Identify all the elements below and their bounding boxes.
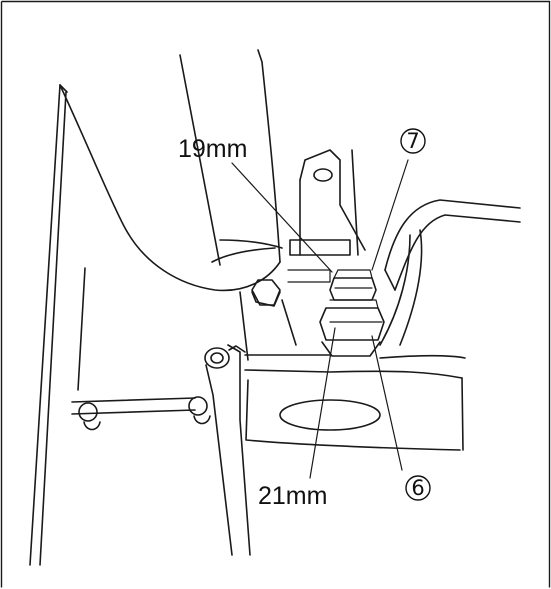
wrench-size-label-upper: 19mm [178, 135, 247, 163]
callout-circle-lower [405, 475, 431, 501]
mounting-bracket [287, 149, 366, 283]
hand-illustration [59, 49, 283, 292]
left-post [29, 84, 86, 566]
bolt-head [239, 279, 297, 361]
callout-number-lower: 6 [411, 476, 424, 500]
leader-lines [231, 159, 409, 479]
callout-lower: 6 [405, 475, 431, 501]
callout-number-upper: 7 [406, 129, 419, 153]
cable-hose [379, 199, 521, 346]
callout-circle-upper [400, 128, 426, 154]
pivot-stud [204, 344, 251, 556]
wrench-size-label-lower: 21mm [258, 482, 327, 510]
linkage-rod [71, 396, 211, 431]
fitting-assembly [319, 269, 385, 357]
engine-housing [244, 354, 466, 451]
callout-upper: 7 [400, 128, 426, 154]
